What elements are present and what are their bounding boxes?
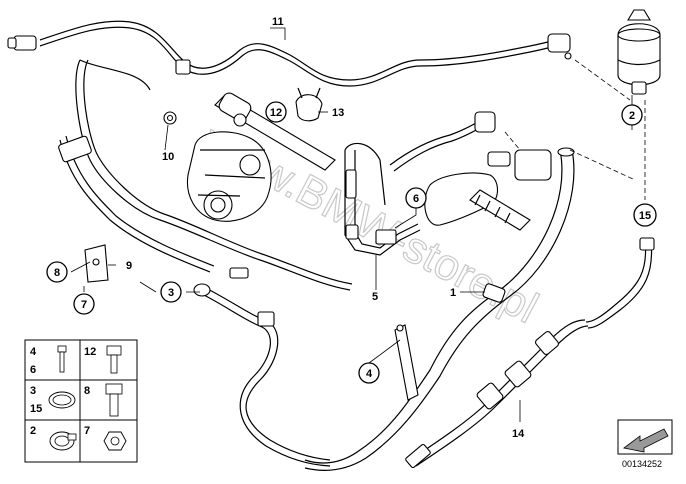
callout-3: 3 (168, 287, 174, 299)
pressure-line-center[interactable] (344, 142, 421, 256)
callout-12-circle[interactable]: 12 (265, 101, 287, 123)
dashed-guide-hose (569, 149, 636, 181)
hex-bolt-icon (106, 345, 122, 374)
callout-14: 14 (512, 428, 525, 440)
hose-clamp-icon (48, 391, 76, 409)
callout-1: 1 (450, 287, 456, 299)
bracket-4[interactable] (394, 324, 419, 401)
image-id-box: 00134252 (617, 419, 673, 469)
callout-6-circle[interactable]: 6 (405, 187, 427, 209)
direction-arrow-icon (623, 428, 669, 453)
return-line-11[interactable] (7, 20, 572, 87)
callout-15-circle[interactable]: 15 (633, 203, 657, 227)
rack-return-line[interactable] (389, 111, 496, 172)
image-number: 00134252 (622, 459, 662, 469)
leader-10 (164, 124, 169, 151)
callout-8: 8 (54, 267, 60, 279)
callout-4-circle[interactable]: 4 (358, 362, 380, 384)
legend-6: 6 (30, 364, 36, 376)
callout-13: 13 (332, 107, 344, 119)
cooler-pipe[interactable] (214, 91, 336, 171)
lower-hose-3[interactable] (193, 283, 331, 467)
callout-6: 6 (413, 193, 419, 205)
callout-4: 4 (366, 368, 373, 380)
legend-4: 4 (30, 346, 37, 358)
supply-hose-1[interactable] (304, 147, 575, 471)
bolt-icon (57, 345, 67, 373)
dashed-guide-reservoir (574, 59, 631, 101)
hex-nut-icon (103, 431, 127, 451)
legend-12: 12 (84, 346, 96, 358)
hex-bolt-large-icon (105, 383, 123, 417)
callout-5: 5 (372, 291, 378, 303)
callout-15: 15 (639, 210, 651, 222)
callout-8-circle[interactable]: 8 (46, 261, 68, 283)
callout-9: 9 (126, 260, 132, 272)
callout-12: 12 (270, 107, 282, 119)
leader-11 (270, 27, 286, 40)
callout-11: 11 (272, 16, 284, 28)
parts-legend-table: 4 6 12 3 15 8 2 7 (24, 339, 138, 463)
legend-2: 2 (30, 425, 36, 437)
callout-3-circle[interactable]: 3 (160, 281, 182, 303)
callout-10: 10 (162, 151, 174, 163)
leader-4 (368, 339, 401, 364)
steering-rack[interactable] (424, 149, 552, 231)
callout-7: 7 (81, 299, 87, 311)
reservoir-2[interactable] (617, 9, 661, 95)
leader-8-7 (70, 261, 91, 292)
feed-hose-14[interactable] (405, 319, 589, 469)
pressure-line-left[interactable] (58, 59, 353, 291)
clip-10[interactable] (163, 111, 177, 125)
callout-2: 2 (629, 110, 635, 122)
hose-15[interactable] (585, 237, 655, 329)
worm-clamp-icon (49, 431, 77, 451)
callout-2-circle[interactable]: 2 (621, 104, 643, 126)
clip-12[interactable] (295, 87, 323, 122)
leader-3 (139, 281, 200, 293)
legend-15: 15 (30, 403, 42, 415)
legend-7: 7 (84, 425, 90, 437)
callout-7-circle[interactable]: 7 (73, 293, 95, 315)
legend-8: 8 (84, 385, 90, 397)
dashed-guide-rack (504, 131, 521, 151)
bracket-8-9[interactable] (84, 244, 109, 283)
steering-pump[interactable] (186, 131, 272, 222)
legend-3: 3 (30, 385, 36, 397)
